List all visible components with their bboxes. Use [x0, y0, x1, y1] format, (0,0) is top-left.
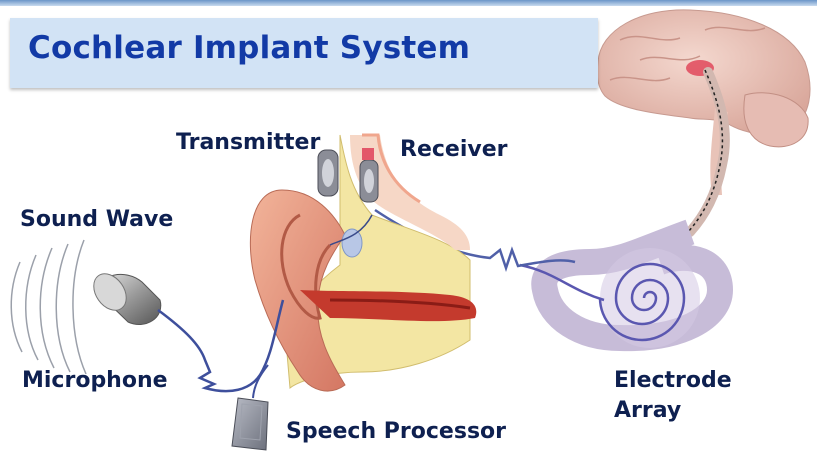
transmitter-coil-graphic — [318, 150, 338, 196]
speech-processor-graphic — [232, 398, 268, 450]
cochlea-graphic — [520, 232, 720, 348]
brain-graphic — [597, 10, 810, 195]
transmitter-label: Transmitter — [176, 129, 320, 156]
electrode-array-label-line1: Electrode — [614, 367, 732, 394]
sound-wave-label: Sound Wave — [20, 206, 173, 233]
sound-wave-graphic — [11, 240, 86, 374]
page-title: Cochlear Implant System — [28, 30, 470, 66]
microphone-graphic — [87, 268, 161, 325]
electrode-array-label-line2: Array — [614, 397, 681, 424]
microphone-label: Microphone — [22, 367, 168, 394]
speech-processor-label: Speech Processor — [286, 418, 506, 445]
receiver-label: Receiver — [400, 136, 507, 163]
